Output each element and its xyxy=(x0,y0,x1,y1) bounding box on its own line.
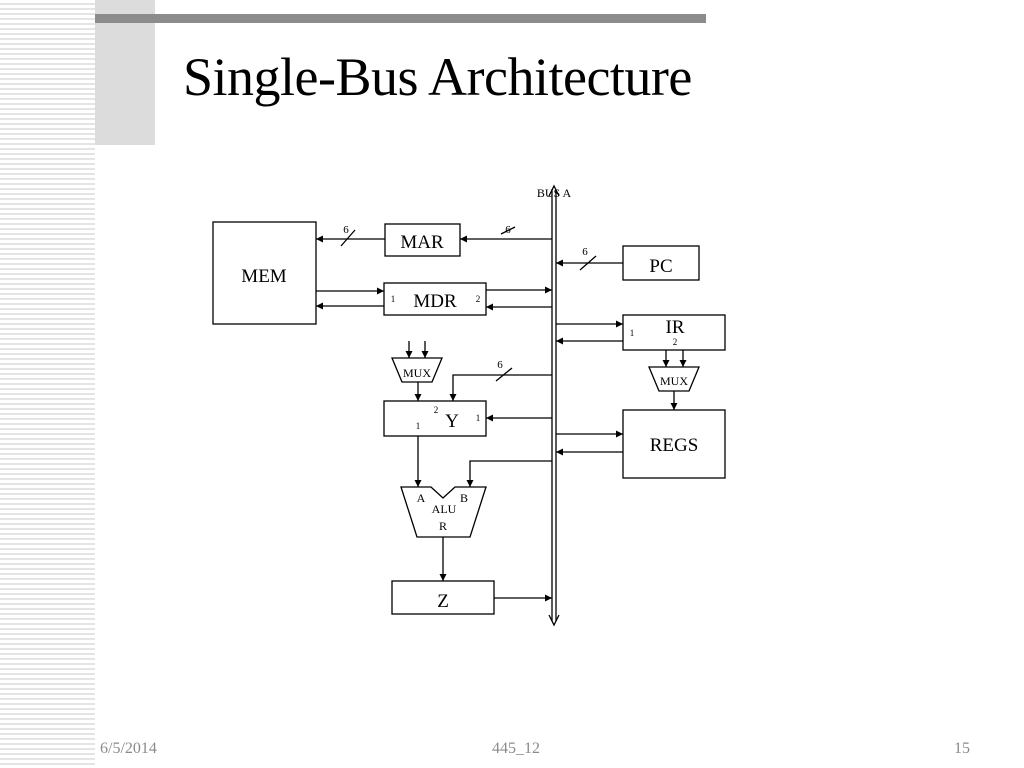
regs-label: REGS xyxy=(650,435,699,456)
alu-r-label: R xyxy=(439,519,447,533)
width-label-mar-bus: 6 xyxy=(505,224,511,236)
mux-left-label: MUX xyxy=(403,366,431,380)
mem-block xyxy=(212,221,317,325)
footer-date: 6/5/2014 xyxy=(100,740,157,757)
mux-right-label: MUX xyxy=(660,374,688,388)
mdr-port-1: 1 xyxy=(391,294,396,304)
bus-a-label: BUS A xyxy=(537,186,572,200)
mar-label: MAR xyxy=(400,232,444,253)
y-port-1-left: 1 xyxy=(416,421,421,431)
y-port-2: 2 xyxy=(434,405,439,415)
alu-label: ALU xyxy=(432,502,457,516)
bus-a xyxy=(548,184,560,627)
ir-block xyxy=(622,314,726,351)
ir-port-1: 1 xyxy=(630,328,635,338)
alu-a-label: A xyxy=(417,491,426,505)
ir-port-2: 2 xyxy=(673,337,678,347)
decorative-top-bar xyxy=(95,14,706,23)
mdr-block xyxy=(383,282,487,316)
mdr-port-2: 2 xyxy=(476,294,481,304)
background-stripes xyxy=(0,0,95,768)
slide-title: Single-Bus Architecture xyxy=(183,47,692,107)
y-label: Y xyxy=(445,411,459,432)
mdr-label: MDR xyxy=(413,291,457,312)
pc-label: PC xyxy=(649,256,672,277)
width-label-y: 6 xyxy=(497,359,503,371)
y-port-1-right: 1 xyxy=(476,413,481,423)
footer-course: 445_12 xyxy=(492,740,540,757)
footer-page-number: 15 xyxy=(954,740,970,757)
z-label: Z xyxy=(437,591,449,612)
ir-label: IR xyxy=(666,317,685,338)
mux-right-shape xyxy=(648,366,700,392)
width-label-pc: 6 xyxy=(582,246,588,258)
mem-label: MEM xyxy=(241,266,287,287)
alu-b-label: B xyxy=(460,491,468,505)
width-label-mem-mar: 6 xyxy=(343,224,349,236)
decorative-block xyxy=(95,0,155,145)
